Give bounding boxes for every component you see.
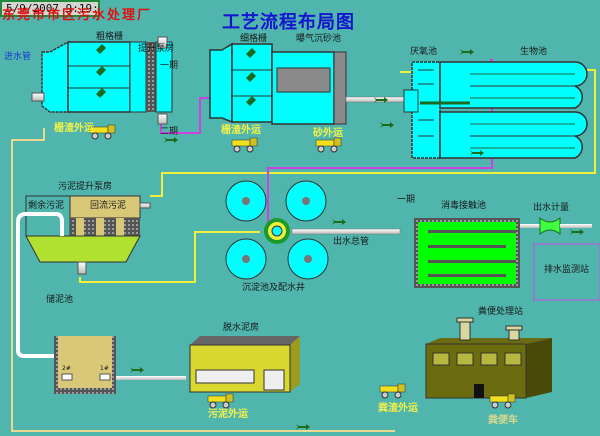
- inlet-pipe-label: 进水管: [4, 52, 32, 62]
- excess-sludge-label: 剩余污泥: [28, 201, 65, 211]
- phase-two-label: 二期: [160, 127, 179, 137]
- bio-tank[interactable]: [420, 61, 588, 159]
- pump-2-tag: 2#: [62, 365, 71, 372]
- outer-beige-pipe: [11, 128, 395, 432]
- plant-name: 东莞市市区污水处理厂: [2, 8, 153, 23]
- night-soil-residue-out-label: 粪渣外运: [378, 403, 418, 414]
- lift-pump-house-label: 提升泵房: [138, 44, 175, 54]
- sludge-lift-pump-house-label: 污泥提升泵房: [58, 182, 113, 192]
- night-soil-truck-label: 粪便车: [488, 415, 518, 426]
- page-title: 工艺流程布局图: [222, 12, 355, 33]
- aerated-grit-chamber-label: 曝气沉砂池: [296, 34, 342, 44]
- sludge-storage-label: 储泥池: [46, 295, 74, 305]
- disinfection-tank[interactable]: [414, 216, 600, 301]
- coarse-screen[interactable]: [31, 36, 173, 125]
- anaerobic-tank[interactable]: [403, 61, 441, 159]
- night-soil-station[interactable]: [425, 317, 552, 399]
- aerated-grit-chamber[interactable]: [271, 51, 407, 125]
- clarifier-label: 沉淀池及配水井: [242, 283, 306, 293]
- phase-one-mid-label: 一期: [397, 195, 416, 205]
- screenings-out-label-2: 栅渣外运: [221, 125, 261, 136]
- datetime-display: 5/9/2007 9:19:1: [0, 0, 100, 17]
- disinfection-tank-label: 消毒接触池: [441, 201, 487, 211]
- outlet-main-label: 出水总管: [333, 237, 370, 247]
- screenings-out-label-1: 栅渣外运: [54, 123, 94, 134]
- grit-out-label: 砂外运: [313, 128, 343, 139]
- sludge-storage-tank[interactable]: [54, 336, 186, 394]
- dewatering-house-label: 脱水泥房: [223, 323, 260, 333]
- sludge-out-label: 污泥外运: [208, 409, 248, 420]
- phase-one-label: 一期: [160, 61, 179, 71]
- fine-screen[interactable]: [209, 42, 273, 124]
- dewatering-house[interactable]: [189, 336, 300, 393]
- discharge-monitor-label: 排水监测站: [544, 265, 590, 275]
- clarifiers[interactable]: [225, 180, 401, 280]
- inlet-pipe-stub: [31, 92, 45, 102]
- bio-tank-label: 生物池: [520, 47, 548, 57]
- pump-1-tag: 1#: [100, 365, 109, 372]
- anaerobic-tank-label: 厌氧池: [410, 47, 438, 57]
- night-soil-station-label: 粪便处理站: [478, 307, 524, 317]
- coarse-screen-label: 粗格栅: [96, 32, 124, 42]
- discharge-monitor-box[interactable]: [533, 243, 600, 301]
- fine-screen-label: 细格栅: [240, 34, 268, 44]
- sludge-lift-pump-house[interactable]: [16, 195, 151, 358]
- return-sludge-label: 回流污泥: [90, 201, 127, 211]
- effluent-meter-label: 出水计量: [533, 203, 570, 213]
